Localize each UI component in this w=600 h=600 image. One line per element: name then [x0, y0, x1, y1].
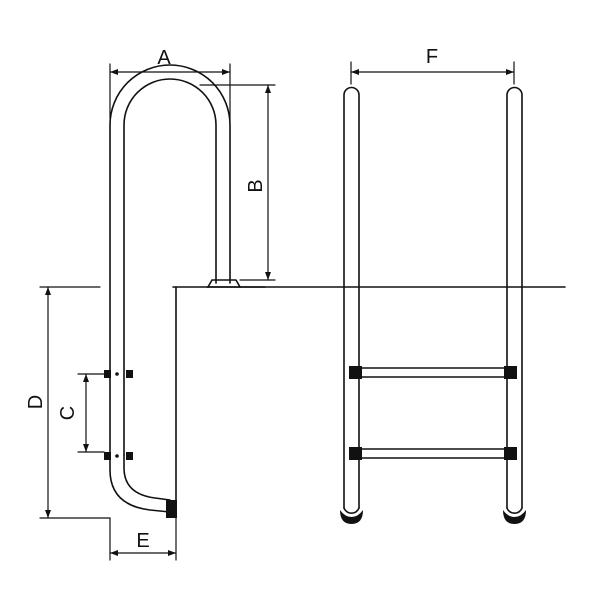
- front-step-upper: [349, 366, 517, 379]
- front-step-lower-bracket-left: [349, 447, 362, 460]
- front-right-foot: [506, 507, 523, 514]
- side-view: A B C D E: [25, 47, 566, 561]
- front-left-rail: [343, 86, 360, 509]
- label-c: C: [57, 406, 79, 420]
- label-e: E: [136, 530, 149, 552]
- front-left-cap: [340, 510, 363, 524]
- front-step-upper-bracket-right: [504, 366, 517, 379]
- front-step-lower: [349, 447, 517, 460]
- label-a: A: [157, 47, 171, 69]
- wall-bumper: [166, 500, 177, 518]
- handrail-bottom-bend-inner: [123, 454, 171, 501]
- dimension-f: F: [350, 46, 515, 85]
- handrail-bottom-bend-outer: [109, 454, 171, 513]
- step-bracket-upper-left: [104, 370, 111, 378]
- label-b: B: [245, 179, 267, 192]
- step-bracket-lower-left: [104, 452, 111, 460]
- step-bolt-upper: [115, 372, 119, 376]
- dimension-e: E: [109, 517, 177, 561]
- step-bracket-upper-right: [126, 370, 133, 378]
- front-right-rail: [506, 86, 523, 509]
- label-f: F: [426, 46, 438, 68]
- step-bracket-lower-right: [126, 452, 133, 460]
- front-left-foot: [343, 507, 360, 514]
- front-right-cap: [503, 510, 526, 524]
- deck-anchor: [207, 279, 241, 288]
- label-d: D: [25, 395, 47, 409]
- dimension-a: A: [109, 47, 231, 121]
- front-step-lower-bracket-right: [504, 447, 517, 460]
- front-step-upper-bracket-left: [349, 366, 362, 379]
- handrail-inner: [123, 78, 217, 456]
- handrail-outer: [109, 64, 231, 456]
- front-view: F: [340, 46, 526, 524]
- step-bolt-lower: [115, 454, 119, 458]
- dimension-b: B: [199, 84, 276, 281]
- dimension-d: D: [25, 286, 111, 519]
- dimension-c: C: [57, 373, 105, 453]
